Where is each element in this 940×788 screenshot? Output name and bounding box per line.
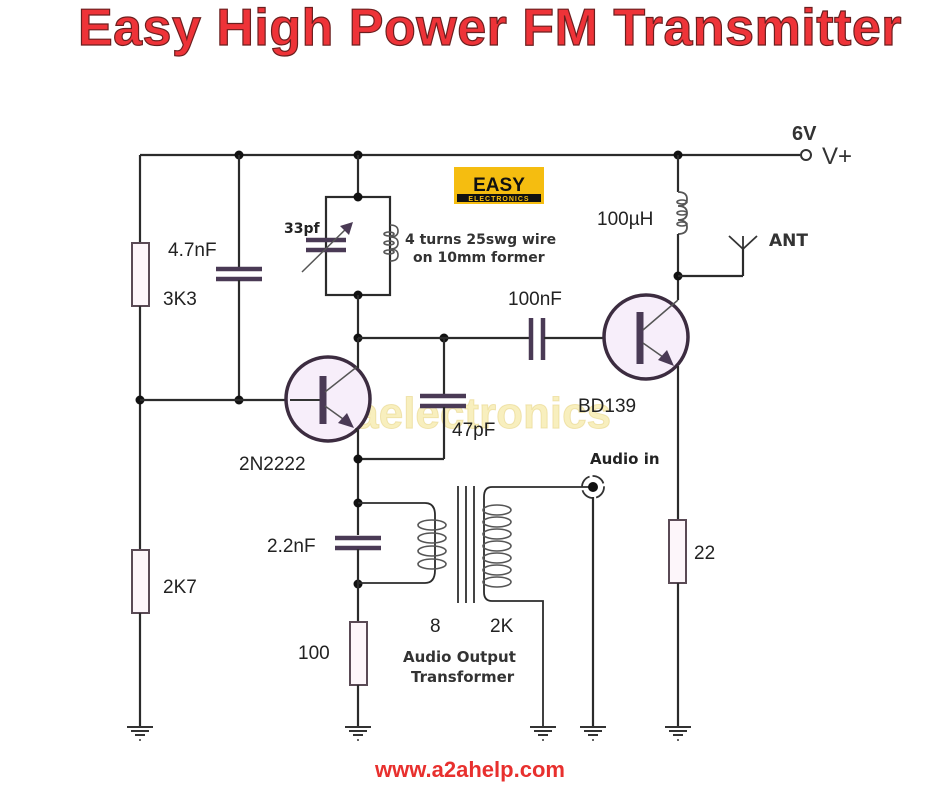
tank-coil xyxy=(383,224,399,262)
ground-icon xyxy=(530,726,556,741)
resistor-3k3 xyxy=(131,155,150,550)
inductor-100uh xyxy=(676,155,688,300)
coil-note-line1: 4 turns 25swg wire xyxy=(405,232,556,248)
capacitor-100nf xyxy=(528,318,612,360)
capacitor-2n2 xyxy=(335,535,381,622)
coil-note-line2: on 10mm former xyxy=(413,250,545,266)
antenna-icon xyxy=(678,235,758,278)
ground-icon xyxy=(127,726,153,741)
label-xfmr-primary: 8 xyxy=(430,616,441,637)
audio-transformer xyxy=(358,486,593,727)
xfmr-label-line1: Audio Output xyxy=(403,648,516,666)
label-100: 100 xyxy=(298,643,330,664)
tank-circuit xyxy=(301,155,399,340)
label-bd139: BD139 xyxy=(578,396,636,417)
ground-icon xyxy=(580,726,606,741)
logo-bottom-text: ELECTRONICS xyxy=(468,196,529,203)
antenna-label: ANT xyxy=(769,231,808,251)
audio-in-label: Audio in xyxy=(590,450,660,468)
label-3k3: 3K3 xyxy=(163,289,197,310)
transistor-2n2222 xyxy=(284,338,372,535)
supply-rail xyxy=(140,149,812,161)
supply-voltage-label: 6V xyxy=(792,123,817,145)
label-xfmr-secondary: 2K xyxy=(490,616,514,637)
xfmr-label-line2: Transformer xyxy=(411,668,515,686)
supply-terminal xyxy=(800,149,812,161)
easy-electronics-logo: EASY ELECTRONICS xyxy=(454,167,544,204)
label-33pf: 33pf xyxy=(284,221,321,237)
supply-symbol-label: V+ xyxy=(822,143,852,170)
label-2k7: 2K7 xyxy=(163,577,197,598)
capacitor-47pf xyxy=(358,338,466,461)
label-2n2222: 2N2222 xyxy=(239,454,306,475)
label-100uh: 100µH xyxy=(597,209,653,230)
label-22: 22 xyxy=(694,543,715,564)
label-2n2: 2.2nF xyxy=(267,536,316,557)
resistor-22 xyxy=(668,519,687,727)
ground-icon xyxy=(665,726,691,741)
label-4n7: 4.7nF xyxy=(168,240,217,261)
resistor-100 xyxy=(349,621,368,727)
label-100nf: 100nF xyxy=(508,289,562,310)
page-title: Easy High Power FM Transmitter xyxy=(77,0,903,58)
capacitor-4n7 xyxy=(216,155,262,400)
ground-icon xyxy=(345,726,371,741)
logo-top-text: EASY xyxy=(473,175,525,196)
label-47pf: 47pF xyxy=(452,420,495,441)
transistor-bd139 xyxy=(602,293,690,520)
resistor-2k7 xyxy=(131,549,150,727)
audio-in-jack[interactable] xyxy=(581,475,605,727)
junction-dot xyxy=(353,454,363,464)
footer-url[interactable]: www.a2ahelp.com xyxy=(375,757,565,782)
